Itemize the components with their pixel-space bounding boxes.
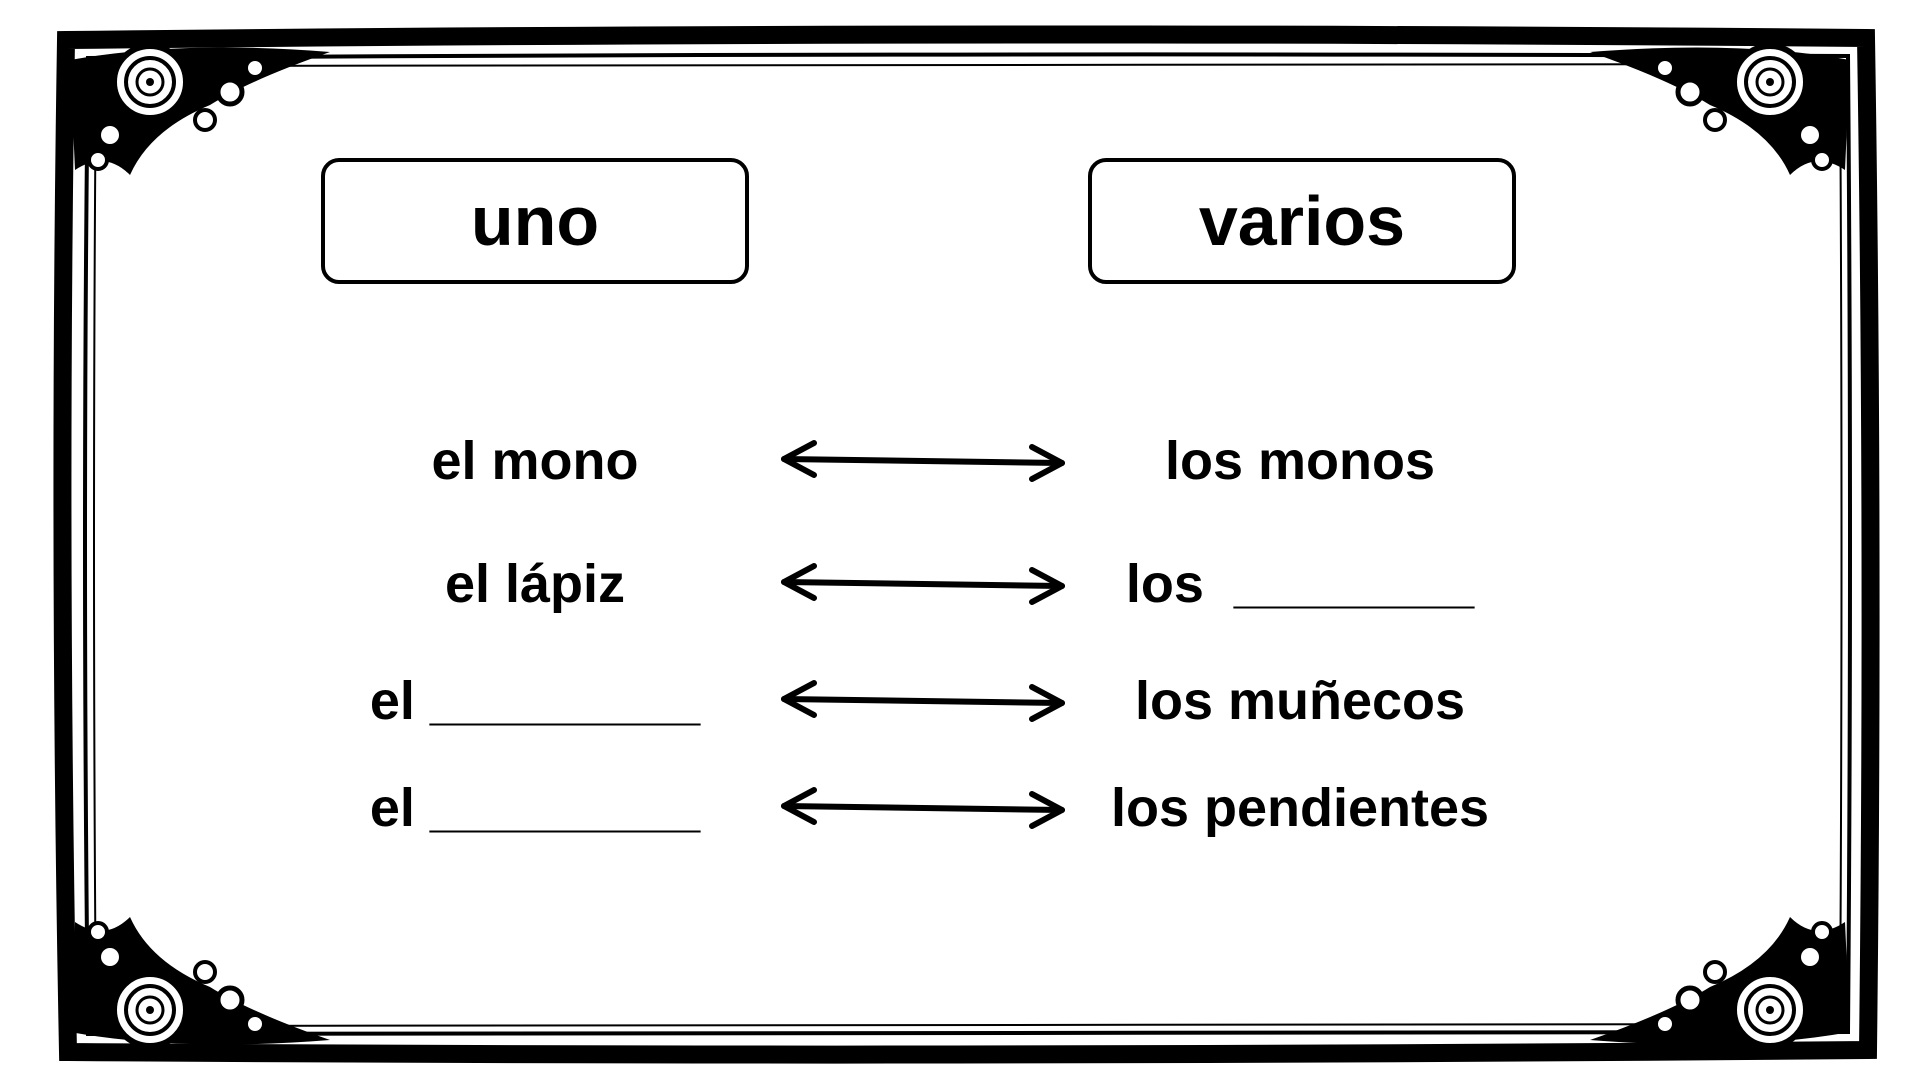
plural-word-blank: los ________ — [1125, 554, 1475, 614]
singular-word-blank: el _________ — [369, 778, 701, 838]
header-box-singular: uno — [321, 158, 749, 284]
pair-row: el _________ los pendientes — [0, 768, 1920, 848]
singular-word: el lápiz — [444, 554, 626, 614]
double-arrow-icon — [781, 440, 1065, 482]
double-arrow-icon — [781, 563, 1065, 605]
singular-word-blank: el _________ — [369, 671, 701, 731]
header-label-singular: uno — [470, 182, 600, 260]
corner-swirl-top-left — [70, 43, 330, 175]
header-label-plural: varios — [1198, 182, 1406, 260]
double-arrow-icon — [781, 680, 1065, 722]
header-box-plural: varios — [1088, 158, 1516, 284]
singular-word: el mono — [431, 431, 639, 491]
double-arrow-icon — [781, 787, 1065, 829]
corner-swirl-bottom-left — [70, 917, 330, 1049]
pair-row: el lápiz los ________ — [0, 544, 1920, 624]
pair-row: el mono los monos — [0, 421, 1920, 501]
plural-word: los monos — [1164, 431, 1436, 491]
plural-word: los pendientes — [1110, 778, 1490, 838]
corner-swirl-top-right — [1590, 43, 1850, 175]
frame-outer-border — [53, 25, 1880, 1064]
plural-word: los muñecos — [1134, 671, 1466, 731]
corner-swirl-bottom-right — [1590, 917, 1850, 1049]
pair-row: el _________ los muñecos — [0, 661, 1920, 741]
